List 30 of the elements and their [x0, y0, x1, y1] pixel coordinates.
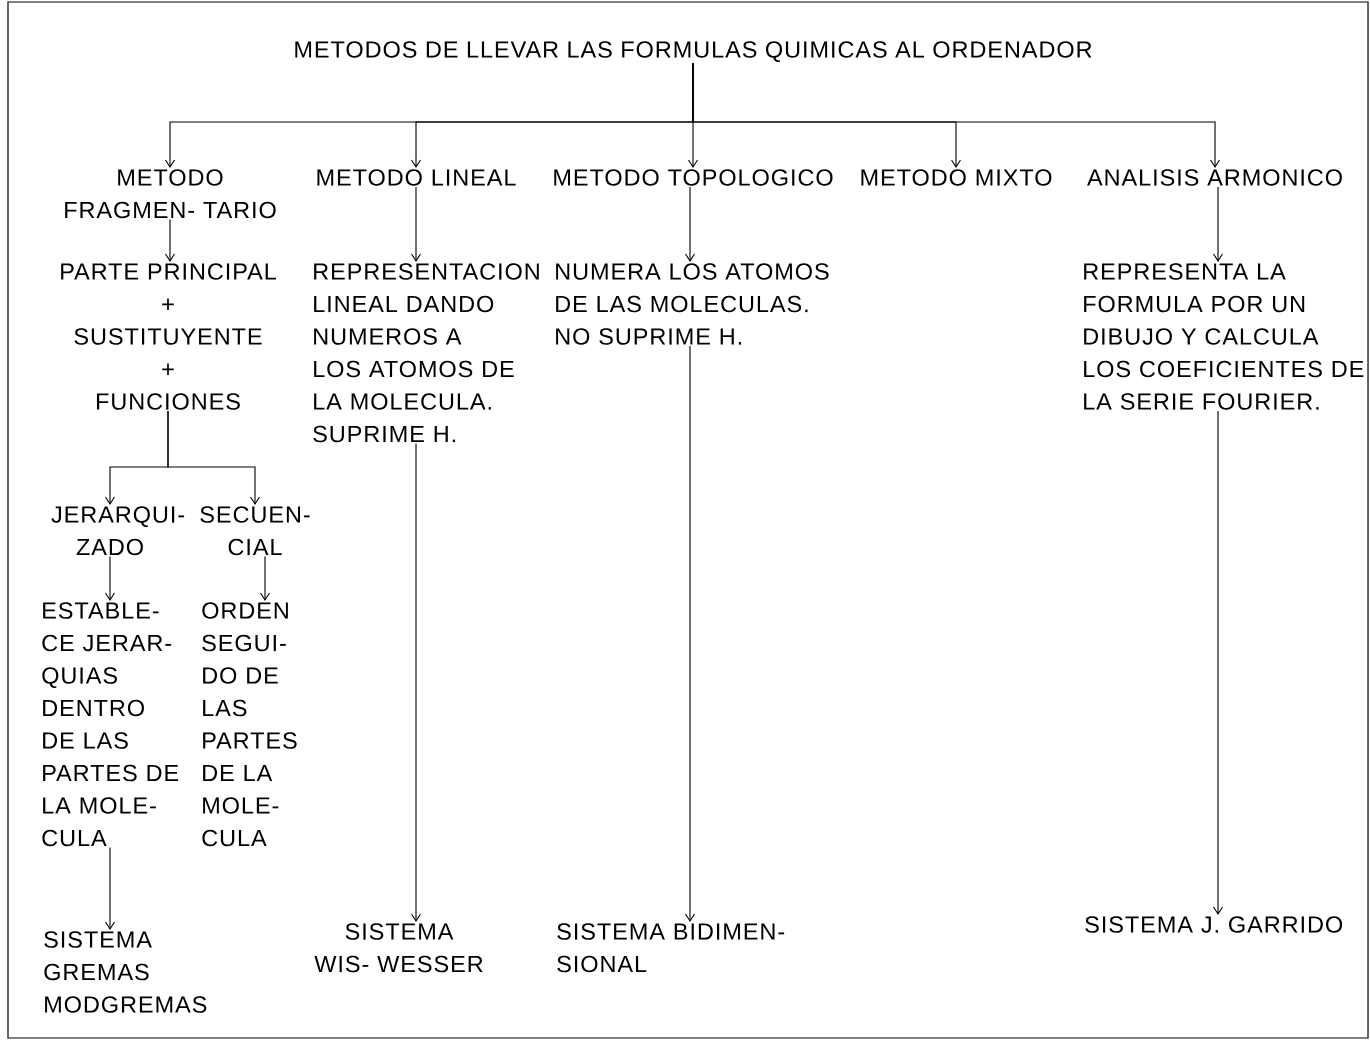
method-heading: METODO LINEAL — [317, 169, 516, 186]
method-heading: METODO MIXTO — [861, 169, 1052, 186]
description-text: ESTABLE- CE JERAR- QUIAS DENTRO DE LAS PARTES DE LA MOLE- CULA — [42, 602, 179, 847]
branch-heading: JERARQUI- ZADO — [51, 506, 185, 556]
system-label: SISTEMA J. GARRIDO — [1085, 916, 1343, 933]
formula-parts-label: PARTE PRINCIPAL + SUSTITUYENTE + FUNCIONES — [61, 263, 276, 410]
arrow — [104, 847, 116, 930]
description-text: REPRESENTACION LINEAL DANDO NUMEROS A LOS ATOMOS DE LA MOLECULA. SUPRIME H. — [313, 263, 539, 443]
system-label: SISTEMA GREMAS MODGREMAS — [44, 931, 207, 1013]
arrow — [167, 410, 261, 505]
arrow — [692, 62, 1221, 168]
arrow — [1212, 410, 1224, 915]
system-label: SISTEMA BIDIMEN- SIONAL — [557, 923, 785, 973]
description-text: NUMERA LOS ATOMOS DE LAS MOLECULAS. NO SUPRIME H. — [556, 263, 829, 345]
arrow — [684, 186, 696, 262]
description-text: ORDEN SEGUI- DO DE LAS PARTES DE LA MOLE- CULA — [202, 602, 297, 847]
method-heading: ANALISIS ARMONICO — [1087, 169, 1342, 186]
arrow — [1212, 186, 1224, 262]
method-heading: METODO FRAGMEN- TARIO — [65, 169, 276, 219]
arrow — [410, 443, 422, 922]
arrow — [164, 219, 176, 262]
arrow — [684, 345, 696, 922]
arrow — [259, 556, 271, 601]
arrow — [410, 186, 422, 262]
arrow — [104, 556, 116, 601]
description-text: REPRESENTA LA FORMULA POR UN DIBUJO Y CALCULA LOS COEFICIENTES DE LA SERIE FOURIER. — [1084, 263, 1364, 410]
root-label: METODOS DE LLEVAR LAS FORMULAS QUIMICAS AL ORDENADOR — [295, 41, 1092, 63]
branch-heading: SECUEN- CIAL — [200, 506, 310, 556]
method-heading: METODO TOPOLOGICO — [554, 169, 833, 186]
system-label: SISTEMA WIS- WESSER — [314, 923, 483, 973]
